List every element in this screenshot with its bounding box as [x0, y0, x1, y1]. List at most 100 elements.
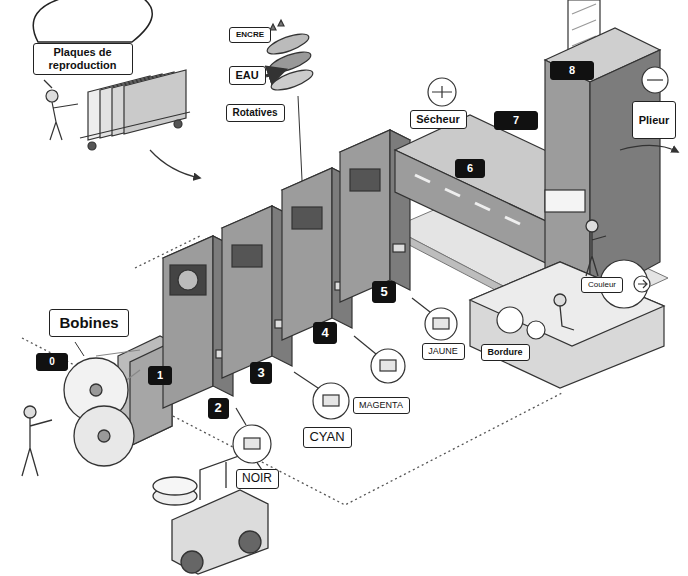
- control-desk: [638, 280, 647, 288]
- magnifier: [371, 349, 405, 383]
- paper-rolls: [74, 406, 134, 466]
- label-text: NOIR: [242, 472, 273, 486]
- printing-tower: [350, 169, 380, 191]
- printing-tower: [282, 168, 332, 340]
- printing-tower: [178, 270, 198, 290]
- label-text: Couleur: [587, 280, 617, 289]
- label-text: MAGENTA: [359, 400, 404, 410]
- folder: [545, 0, 678, 300]
- printing-tower: [292, 207, 322, 229]
- forklift: [239, 531, 261, 553]
- plates-cart: [44, 80, 52, 88]
- forklift: [181, 551, 203, 573]
- part-label: ENCRE: [229, 27, 271, 43]
- part-label: Bobines: [49, 309, 129, 337]
- folder: [620, 145, 678, 152]
- label-text: 0: [42, 356, 62, 368]
- label-text: Bordure: [487, 347, 524, 357]
- magnifier: [412, 298, 430, 312]
- callout-number: 0: [36, 353, 68, 371]
- part-label: Plieur: [632, 101, 676, 139]
- plates-cart: [124, 70, 186, 134]
- dryer: [428, 78, 456, 106]
- paper-rolls: [75, 342, 84, 356]
- plates-cart: [88, 142, 96, 150]
- label-text: Plieur: [638, 114, 670, 127]
- callout-number: 3: [250, 362, 272, 384]
- label-text: 6: [461, 162, 479, 175]
- worker: [24, 406, 36, 418]
- worker: [22, 406, 52, 476]
- magnifier: [323, 395, 339, 406]
- color-label: NOIR: [236, 469, 279, 489]
- worker: [22, 418, 52, 476]
- paper-rolls: [64, 342, 134, 466]
- magnifier: [425, 308, 457, 340]
- callout-number: 6: [455, 159, 485, 178]
- ink-rollers: [266, 70, 284, 76]
- forklift: [153, 477, 197, 495]
- callout-number: 8: [550, 61, 594, 80]
- magnifier: [294, 372, 318, 388]
- label-text: Bobines: [55, 314, 123, 331]
- speech-bubble: [33, 0, 152, 42]
- folder: [647, 79, 663, 80]
- magnifier: [380, 360, 396, 371]
- ink-rollers: [270, 20, 284, 30]
- control-desk: [497, 307, 523, 333]
- label-text: ENCRE: [235, 30, 265, 39]
- plates-cart: [80, 112, 190, 138]
- plates-cart: [44, 70, 200, 178]
- dryer: [395, 150, 550, 265]
- worker: [554, 294, 566, 306]
- callout-box: Plaques de reproduction: [33, 43, 133, 75]
- magnifier: [354, 336, 376, 354]
- magnifier: [433, 318, 449, 329]
- paper-rolls: [98, 430, 110, 442]
- worker: [586, 220, 598, 232]
- folder: [545, 60, 590, 300]
- worker: [554, 220, 606, 330]
- callout-number: 5: [372, 281, 396, 303]
- color-label: CYAN: [303, 427, 352, 448]
- control-desk: [470, 262, 664, 388]
- plates-cart: [150, 150, 200, 178]
- part-label: Rotatives: [226, 104, 285, 122]
- paper-rolls: [90, 384, 102, 396]
- dryer: [415, 175, 520, 224]
- worker: [586, 232, 606, 276]
- plates-cart: [174, 120, 182, 128]
- magnifier: [236, 408, 246, 425]
- label-text: 3: [256, 366, 266, 381]
- part-label: Bordure: [481, 344, 530, 361]
- magnifier: [313, 383, 349, 419]
- label-text: CYAN: [309, 430, 346, 445]
- printing-tower: [232, 245, 262, 267]
- dryer: [432, 86, 452, 98]
- control-desk: [545, 190, 585, 212]
- printing-tower: [340, 130, 390, 302]
- callout-number: 2: [208, 398, 229, 419]
- color-label: MAGENTA: [353, 397, 410, 414]
- label-text: 7: [500, 114, 532, 127]
- label-text: JAUNE: [428, 346, 459, 356]
- plates-cart: [46, 90, 58, 102]
- label-text: 4: [319, 326, 331, 341]
- label-text: Sécheur: [416, 113, 461, 126]
- label-text: Rotatives: [232, 107, 279, 119]
- control-desk: [634, 276, 650, 292]
- part-label: EAU: [229, 66, 266, 85]
- control-desk: [470, 190, 664, 388]
- callout-number: 7: [494, 111, 538, 130]
- printing-tower: [222, 206, 272, 378]
- magnifier: [233, 298, 457, 463]
- label-text: Plaques de reproduction: [39, 46, 127, 71]
- label-text: 5: [378, 285, 390, 300]
- callout-number: 1: [148, 366, 172, 385]
- folder: [642, 67, 668, 93]
- plates-cart: [50, 102, 78, 140]
- magnifier: [244, 438, 260, 449]
- label-text: 1: [154, 369, 166, 382]
- speech-bubble: [33, 0, 152, 42]
